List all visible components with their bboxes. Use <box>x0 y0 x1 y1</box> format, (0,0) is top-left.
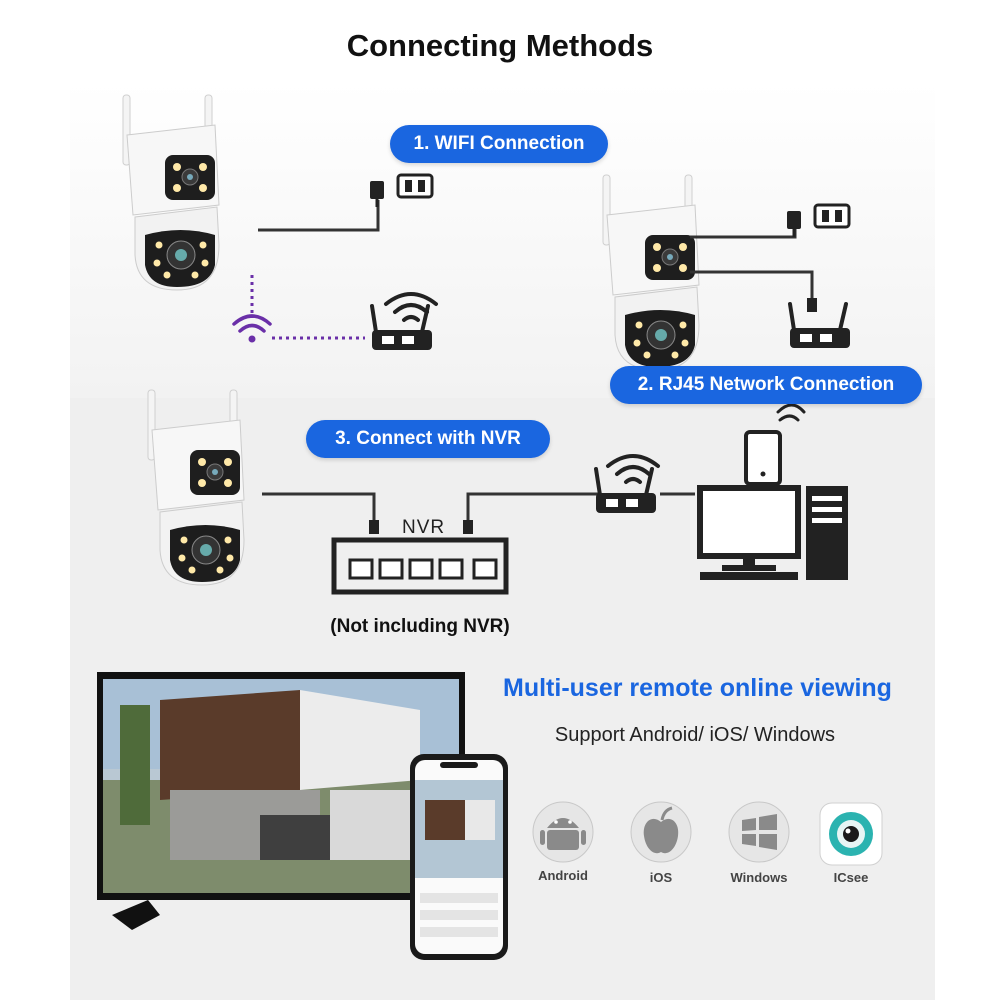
remote-viewing-title: Multi-user remote online viewing <box>503 674 892 702</box>
android-icon <box>532 801 594 863</box>
smartphone-icon <box>744 403 806 486</box>
monitor-display <box>97 672 465 930</box>
wifi-connection-label: 1. WIFI Connection <box>390 125 608 163</box>
nvr-device-icon <box>331 537 509 595</box>
icsee-label: ICsee <box>833 870 869 885</box>
wifi-signal-icon <box>232 314 272 343</box>
router-icon-1 <box>370 292 438 352</box>
camera-nvr <box>147 389 245 586</box>
rj45-connection-label: 2. RJ45 Network Connection <box>610 366 922 404</box>
power-cable-2 <box>690 225 797 239</box>
desktop-computer-icon <box>697 485 848 580</box>
camera-wifi <box>122 94 220 291</box>
nvr-connection-label: 3. Connect with NVR <box>306 420 550 458</box>
camera-nvr-cable <box>262 492 376 522</box>
nvr-not-included-note: (Not including NVR) <box>330 616 510 637</box>
icsee-app-icon <box>819 802 883 866</box>
windows-icon <box>728 801 790 863</box>
power-cable-1 <box>258 200 380 232</box>
ios-label: iOS <box>649 870 673 885</box>
router-icon-2 <box>788 302 852 350</box>
platform-support-text: Support Android/ iOS/ Windows <box>554 724 836 746</box>
apple-icon <box>630 801 692 863</box>
android-label: Android <box>538 868 588 883</box>
router-icon-3 <box>594 454 660 515</box>
nvr-router-cable <box>466 492 598 522</box>
nvr-label: NVR <box>402 517 446 538</box>
smartphone-app-preview <box>410 754 508 960</box>
windows-label: Windows <box>730 870 788 885</box>
page-title: Connecting Methods <box>346 28 654 63</box>
ethernet-cable <box>690 270 814 300</box>
camera-rj45 <box>602 174 700 371</box>
